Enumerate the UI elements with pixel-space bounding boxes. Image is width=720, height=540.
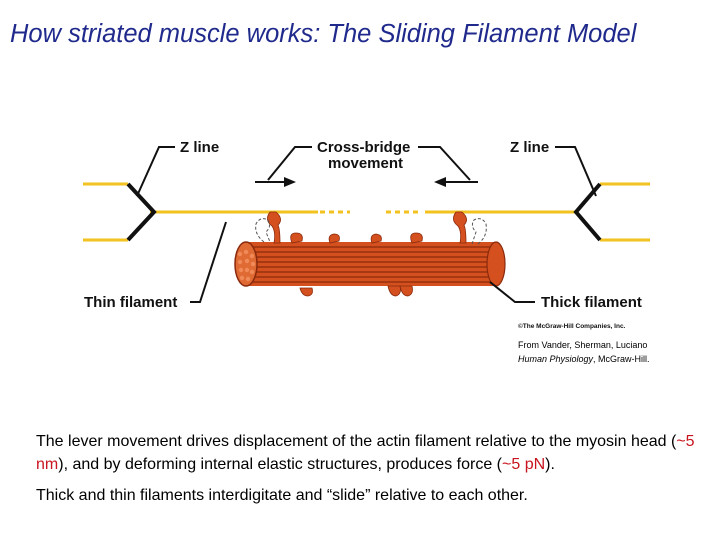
thin-filaments xyxy=(83,182,650,242)
credit-authors: From Vander, Sherman, Luciano xyxy=(518,340,648,350)
explanation-paragraph-2: Thick and thin filaments interdigitate a… xyxy=(36,487,528,504)
arrow-left-icon xyxy=(434,177,446,187)
z-line-left-label: Z line xyxy=(180,139,219,156)
credit-publisher: , McGraw-Hill. xyxy=(593,354,650,364)
thick-filament-label: Thick filament xyxy=(541,294,642,311)
thin-filament-label: Thin filament xyxy=(84,294,177,311)
thick-filament-bundle xyxy=(234,211,506,297)
cross-bridge-previous-positions xyxy=(255,218,487,245)
credit-book: Human Physiology xyxy=(518,354,594,364)
cross-bridge-arrows xyxy=(255,146,478,183)
explanation-paragraph-1: The lever movement drives displacement o… xyxy=(36,433,695,473)
z-line-left xyxy=(126,182,157,242)
copyright-notice: ©The McGraw-Hill Companies, Inc. xyxy=(518,322,626,330)
page-title: How striated muscle works: The Sliding F… xyxy=(10,20,637,48)
z-line-right xyxy=(573,182,602,242)
force-value: ~5 pN xyxy=(502,456,546,473)
sliding-filament-diagram: Z line Z line Cross-bridge movement Thin… xyxy=(83,139,650,330)
cross-bridge-label-1: Cross-bridge xyxy=(317,139,410,156)
explanation-text: The lever movement drives displacement o… xyxy=(36,430,712,515)
z-line-right-label: Z line xyxy=(510,139,549,156)
leader-lines xyxy=(136,146,597,303)
displacement-value: ~5 nm xyxy=(36,433,695,473)
arrow-right-icon xyxy=(284,177,296,187)
source-credit: From Vander, Sherman, Luciano Human Phys… xyxy=(518,338,650,366)
cross-bridge-label-2: movement xyxy=(328,155,403,172)
